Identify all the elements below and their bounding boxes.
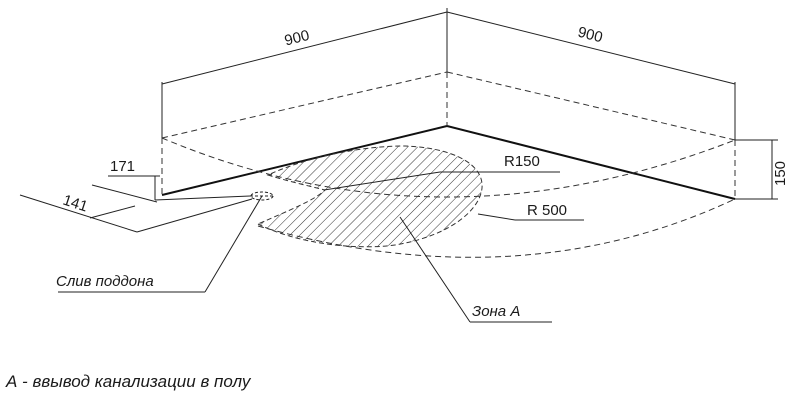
dimension-171: 171 [108,158,251,201]
dimension-label-141: 141 [61,192,90,216]
vertical-edges [161,8,736,199]
dimension-900-left: 900 [161,11,448,85]
dimension-label-900-left: 900 [283,27,311,50]
leader-r150: R150 [323,153,560,191]
dimension-label-171: 171 [110,158,135,175]
label-r500: R 500 [527,202,567,219]
leader-r500: R 500 [477,202,584,221]
label-r150: R150 [504,153,540,170]
dimension-label-150: 150 [772,161,789,186]
dimension-141: 141 [19,184,253,233]
label-drain: Слив поддона [56,273,154,290]
dimension-900-right: 900 [446,11,736,85]
dimension-150: 150 [735,139,789,200]
legend-note: А - ввывод канализации в полу [6,372,251,391]
floor-edges [161,125,736,200]
leader-drain: Слив поддона [56,195,263,293]
dimension-label-900-right: 900 [576,24,604,47]
leader-zone-a: Зона А [399,216,552,323]
zone-a-area [256,145,483,248]
label-zone-a: Зона А [472,303,520,320]
